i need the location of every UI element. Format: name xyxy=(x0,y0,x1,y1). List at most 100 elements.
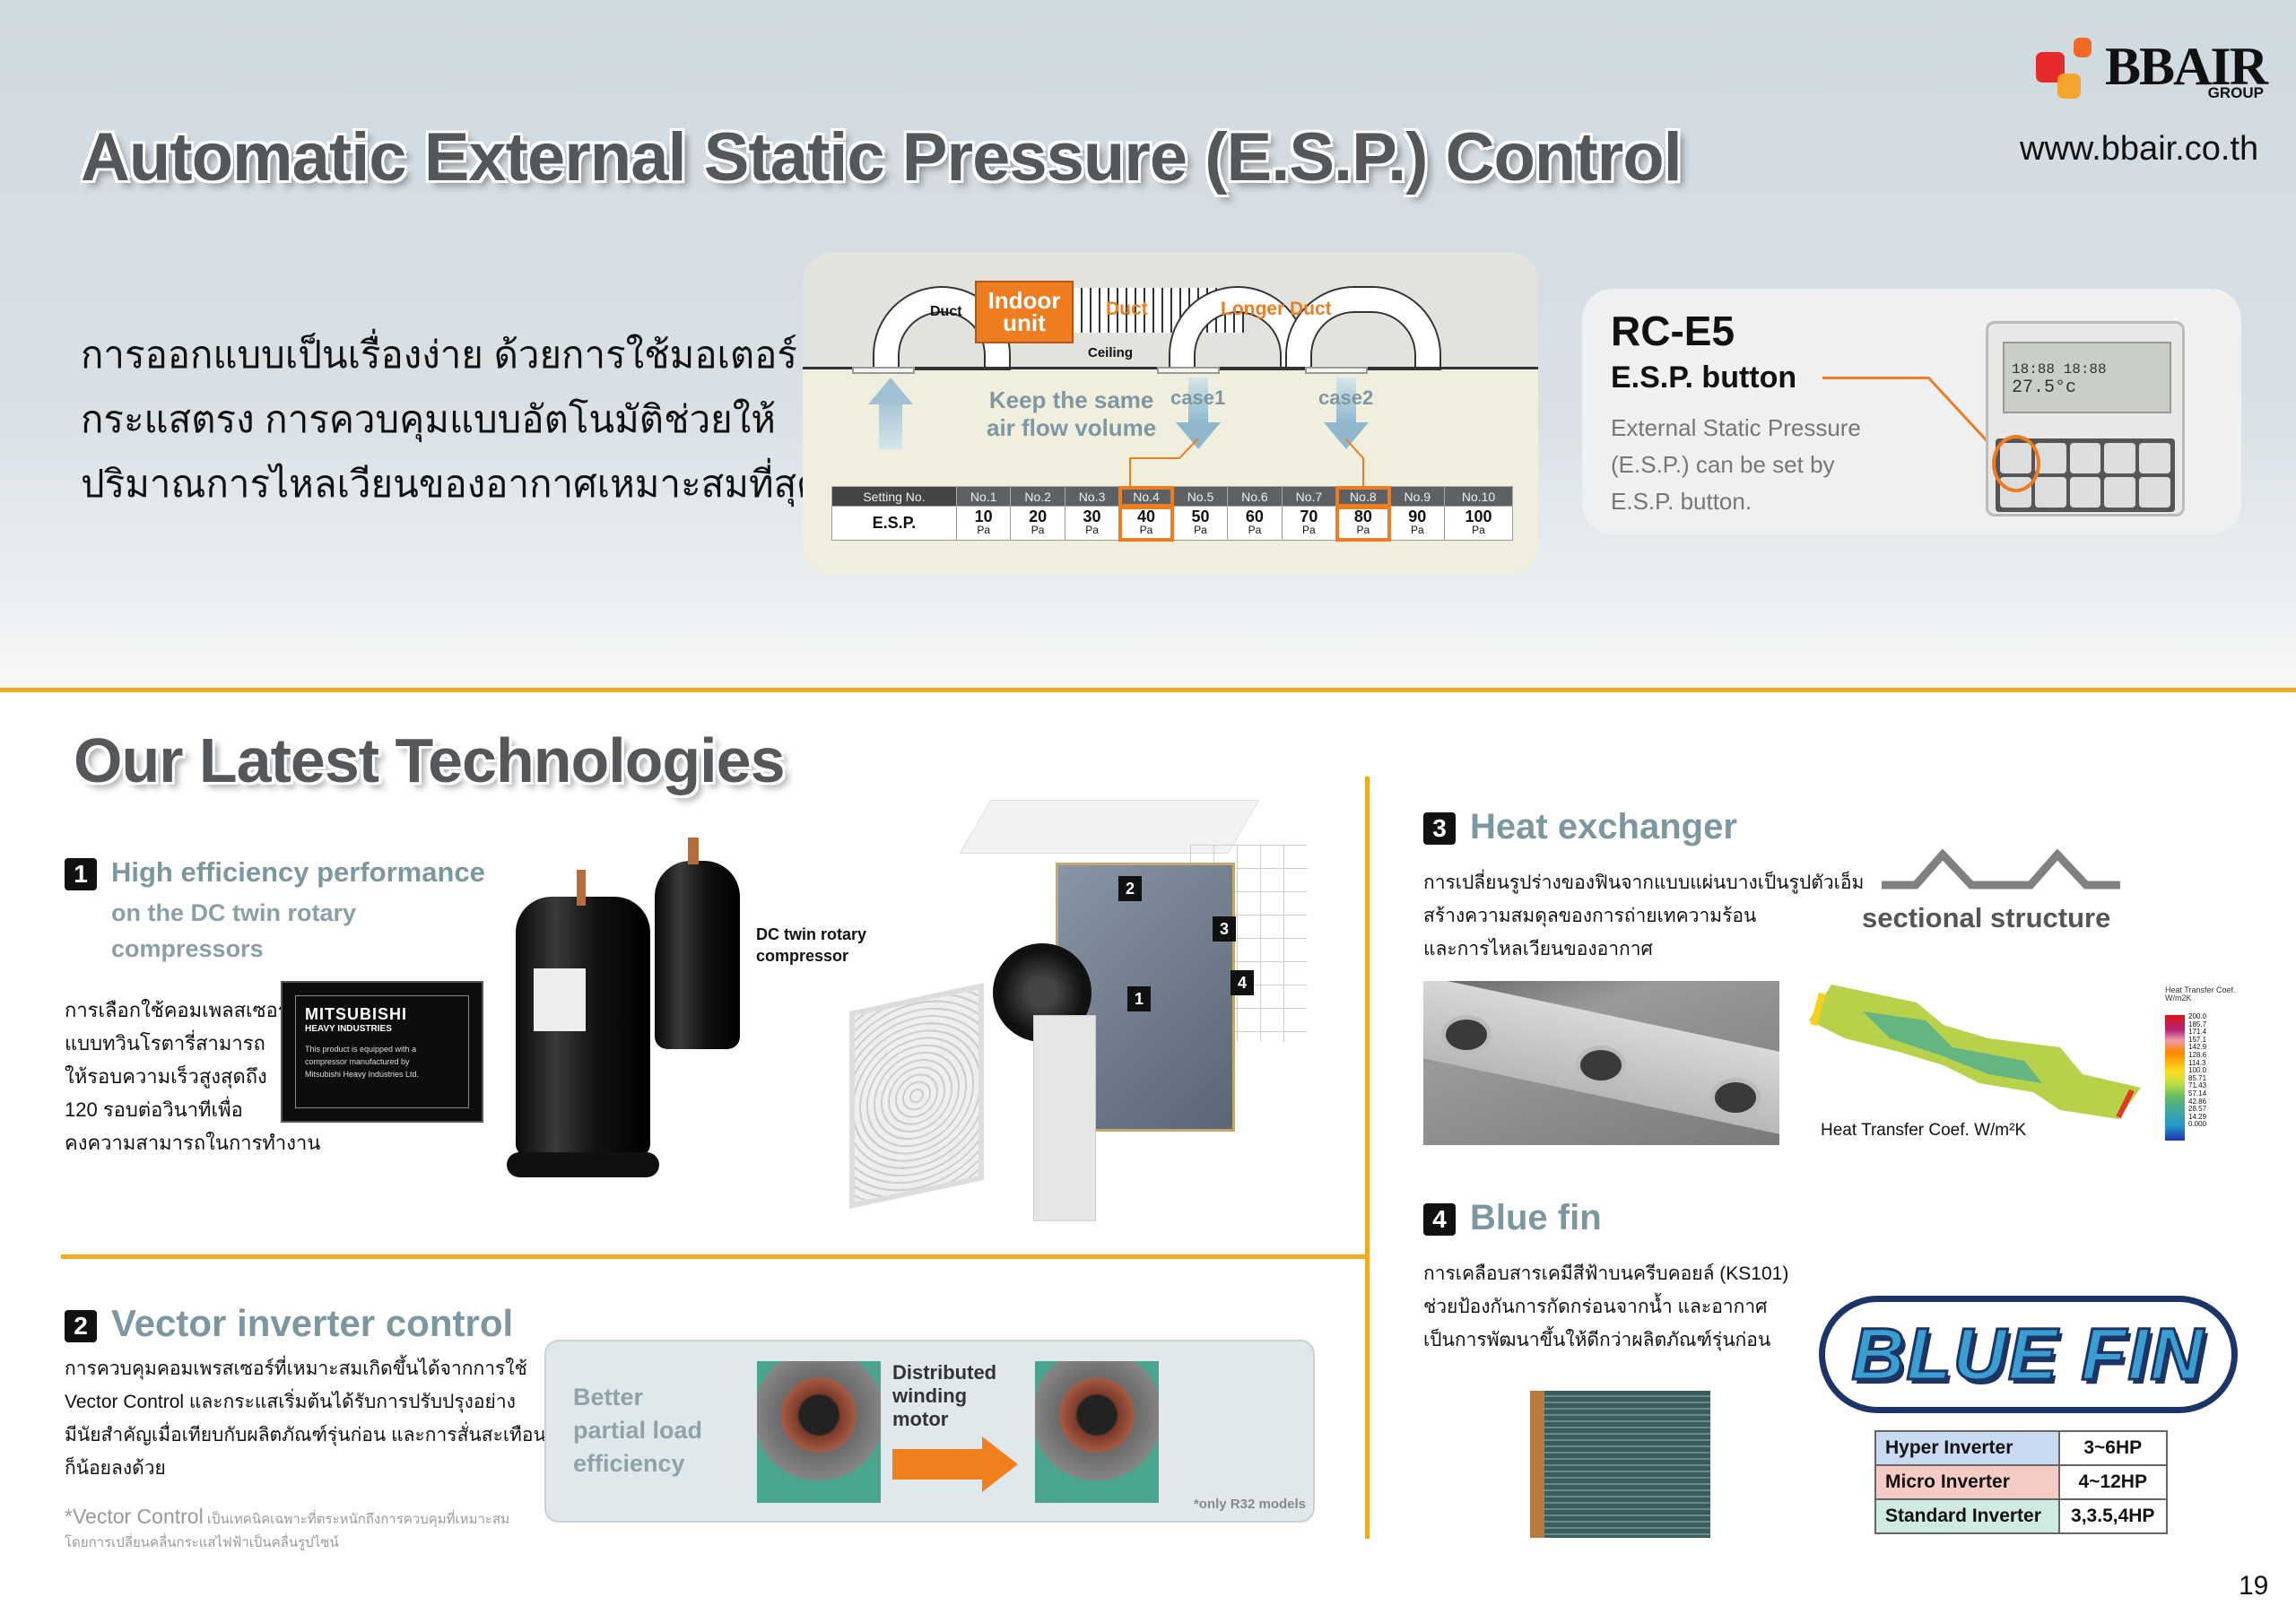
body-line: การควบคุมคอมเพรสเซอร์ที่เหมาะสมเกิดขึ้นไ… xyxy=(65,1358,527,1379)
inverter-range: 3~6HP xyxy=(2057,1430,2168,1466)
heat-transfer-caption: Heat Transfer Coef. W/m²K xyxy=(1821,1121,2027,1140)
airflow-up-arrow-shaft xyxy=(879,404,902,449)
text-line: motor xyxy=(892,1408,949,1430)
body-line: แบบทวินโรตารี่สามารถ xyxy=(65,1032,265,1055)
esp-settings-table: Setting No. No.1 No.2 No.3 No.4 No.5 No.… xyxy=(831,485,1513,542)
logo-name: BBAIR xyxy=(2105,37,2268,96)
pressure-unit: Pa xyxy=(1031,523,1045,536)
front-grille xyxy=(849,983,984,1209)
pressure-value: 10 xyxy=(974,507,993,525)
exploded-outdoor-unit-image: 2 3 4 1 xyxy=(849,791,1316,1239)
setting-no: No.7 xyxy=(1281,486,1337,507)
duct-orange-label: Duct xyxy=(1106,299,1148,319)
text-line: Distributed xyxy=(892,1361,997,1384)
scale-tick: 128.6 xyxy=(2188,1050,2207,1059)
number-badge: 4 xyxy=(1423,1203,1456,1237)
compressor-feet xyxy=(507,1152,659,1177)
rc-description: External Static Pressure (E.S.P.) can be… xyxy=(1611,410,1861,520)
body-line: เป็นการพัฒนาขึ้นให้ดีกว่าผลิตภัณฑ์รุ่นก่… xyxy=(1423,1330,1771,1350)
desc-line: External Static Pressure xyxy=(1611,414,1861,441)
blue-fin-logo-text: BLUE FIN xyxy=(1850,1313,2205,1397)
mhi-brand: MITSUBISHI xyxy=(305,1005,408,1023)
setting-no: No.1 xyxy=(955,486,1012,507)
copper-pipe xyxy=(688,838,699,864)
body-line: ก็น้อยลงด้วย xyxy=(65,1458,166,1479)
leader-line xyxy=(1822,377,1930,379)
distributed-winding-text: Distributed winding motor xyxy=(892,1361,996,1431)
technologies-title: Our Latest Technologies xyxy=(74,725,785,795)
pressure-unit: Pa xyxy=(1085,523,1099,536)
new-motor-image xyxy=(1035,1361,1159,1503)
rc-model: RC-E5 xyxy=(1611,308,1735,354)
callout-4: 4 xyxy=(1231,970,1254,995)
settings-header-row: Setting No. No.1 No.2 No.3 No.4 No.5 No.… xyxy=(831,485,1513,508)
inverter-range: 4~12HP xyxy=(2057,1464,2168,1500)
caption-line: compressor xyxy=(756,947,849,965)
intro-text: การออกแบบเป็นเรื่องง่าย ด้วยการใช้มอเตอร… xyxy=(81,323,822,516)
ceiling-label: Ceiling xyxy=(1088,345,1134,360)
scale-tick: 171.4 xyxy=(2188,1028,2207,1037)
pressure-value: 80 xyxy=(1353,507,1372,525)
remote-controller-image: 18:88 18:88 27.5°c xyxy=(1986,321,2185,516)
s1-title: High efficiency performance xyxy=(111,856,485,888)
sectional-structure-icon xyxy=(1882,848,2120,890)
header-cell: Setting No. xyxy=(831,486,957,507)
setting-no: No.5 xyxy=(1172,486,1229,507)
scale-tick: 42.86 xyxy=(2188,1097,2207,1106)
rc-e5-panel: RC-E5 E.S.P. button External Static Pres… xyxy=(1582,289,2241,534)
logo-group: GROUP xyxy=(2207,84,2264,101)
setting-no-highlighted: No.8 xyxy=(1335,485,1392,508)
bbair-logo[interactable]: BBAIR GROUP xyxy=(2036,34,2269,106)
body-line: การเคลือบสารเคมีสีฟ้าบนครีบคอยล์ (KS101) xyxy=(1423,1263,1789,1284)
body-line: การเลือกใช้คอมเพลสเซอร์ xyxy=(65,999,289,1021)
case2-label: case2 xyxy=(1318,386,1374,409)
body-line: 120 รอบต่อวินาทีเพื่อ xyxy=(65,1098,243,1121)
scale-tick: 157.1 xyxy=(2188,1035,2207,1044)
logo-yellow-square xyxy=(2057,74,2081,99)
inverter-name: Micro Inverter xyxy=(1874,1464,2060,1500)
setting-no: No.9 xyxy=(1389,486,1446,507)
scale-tick: 28.57 xyxy=(2188,1105,2207,1114)
scale-tick: 200.0 xyxy=(2188,1012,2207,1020)
website-url[interactable]: www.bbair.co.th xyxy=(2020,130,2259,168)
intro-line: กระแสตรง การควบคุมแบบอัตโนมัติช่วยให้ xyxy=(81,398,776,440)
mhi-text: This product is equipped with a compress… xyxy=(305,1045,420,1079)
pressure-value: 20 xyxy=(1029,507,1048,525)
subtitle-line: compressors xyxy=(111,935,264,962)
intro-line: ปริมาณการไหลเวียนของอากาศเหมาะสมที่สุด xyxy=(81,463,822,505)
desc-line: (E.S.P.) can be set by xyxy=(1611,451,1835,478)
text-line: Better xyxy=(573,1384,644,1410)
scale-tick: 142.9 xyxy=(2188,1043,2207,1052)
caption-line: DC twin rotary xyxy=(756,925,867,943)
compressor-caption: DC twin rotary compressor xyxy=(756,924,866,967)
number-badge: 1 xyxy=(65,857,97,890)
copper-pipe xyxy=(577,870,586,906)
setting-no: No.6 xyxy=(1227,486,1283,507)
heat-transfer-map xyxy=(1809,985,2141,1119)
sectional-structure-label: sectional structure xyxy=(1862,902,2111,933)
s2-body: การควบคุมคอมเพรสเซอร์ที่เหมาะสมเกิดขึ้นไ… xyxy=(65,1352,546,1485)
longer-duct-label: Longer Duct xyxy=(1221,299,1332,319)
scale-tick: 14.29 xyxy=(2188,1112,2207,1121)
case1-down-arrow-icon xyxy=(1176,422,1221,449)
scale-tick: 0.000 xyxy=(2188,1120,2207,1129)
fin-hole xyxy=(1441,1015,1492,1055)
note-lead: *Vector Control xyxy=(65,1505,204,1528)
case2-down-arrow-icon xyxy=(1324,422,1369,449)
inverter-range: 3,3.5,4HP xyxy=(2057,1498,2168,1534)
pressure-unit: Pa xyxy=(1139,523,1153,536)
pressure-value: 30 xyxy=(1083,507,1101,525)
note-line: เป็นเทคนิคเฉพาะที่ตระหนักถึงการควบคุมที่… xyxy=(206,1512,509,1527)
setting-no-highlighted: No.4 xyxy=(1118,485,1175,508)
body-line: ให้รอบความเร็วสูงสุดถึง xyxy=(65,1065,267,1088)
side-panel xyxy=(1033,1015,1096,1221)
